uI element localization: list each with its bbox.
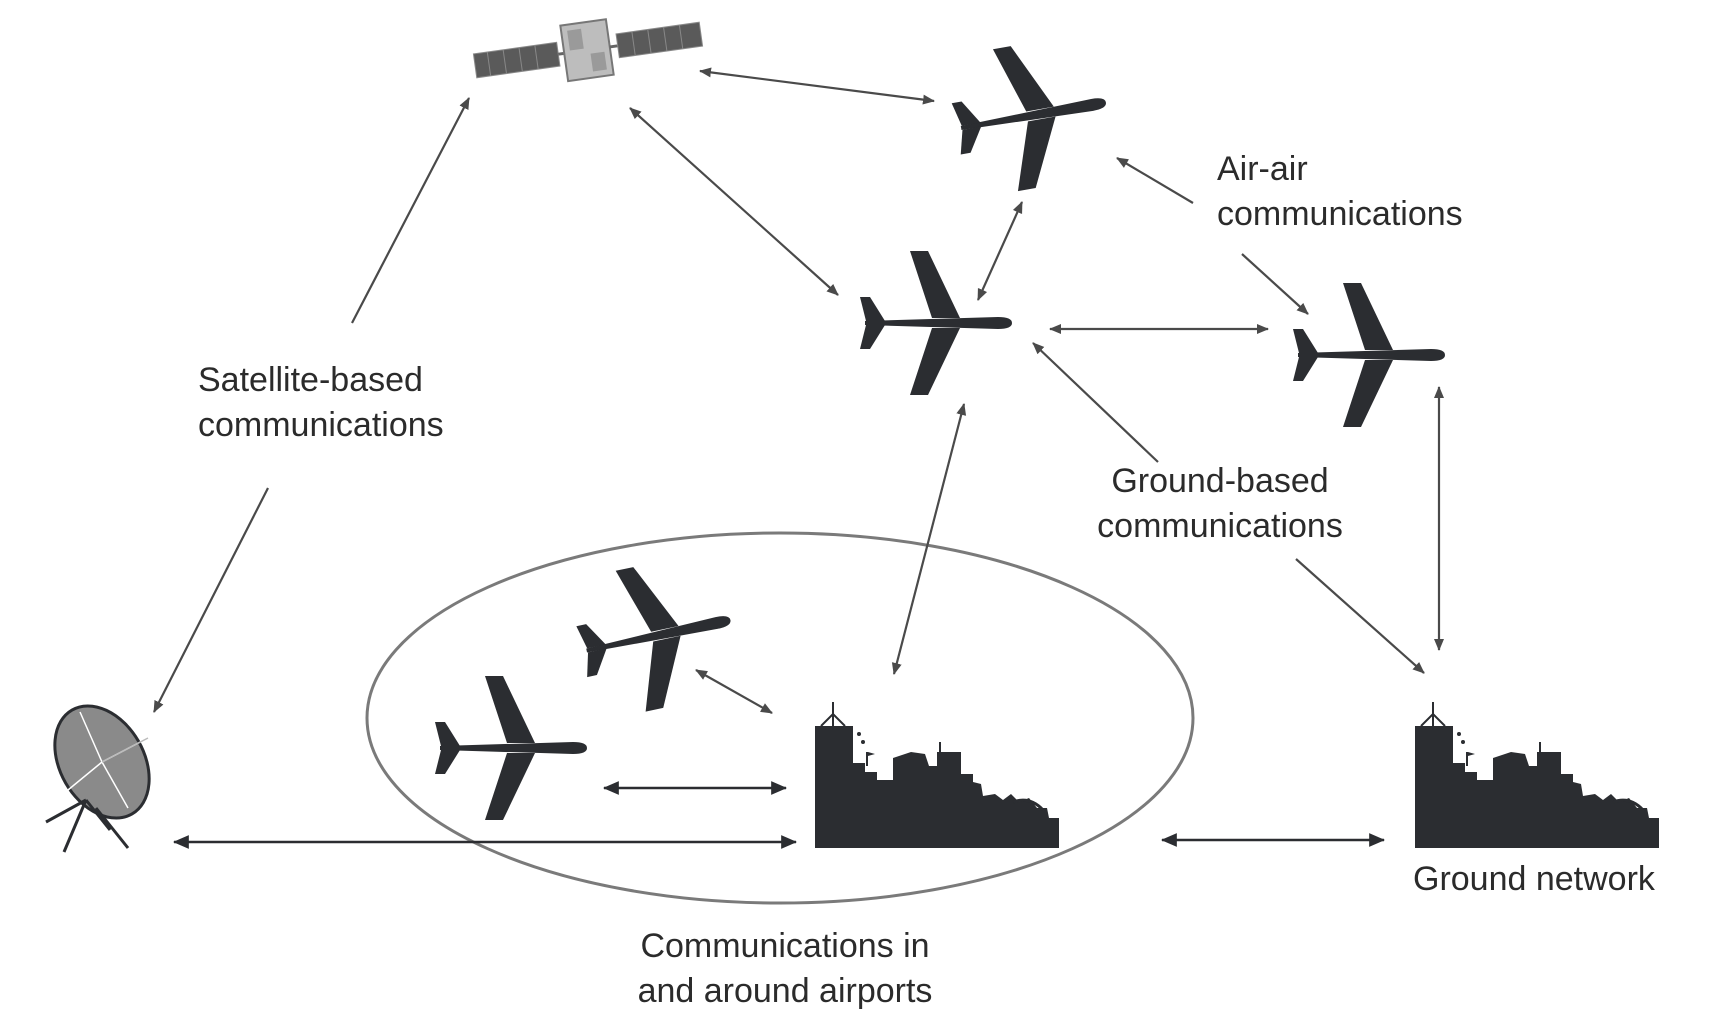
- airports-label-line1: Communications in: [640, 927, 930, 965]
- arrows: [153, 67, 1444, 714]
- satellite-icon: [472, 18, 704, 83]
- arrow-airport-plane-city: [695, 669, 773, 714]
- ground-based-label-line2: communications: [1097, 507, 1343, 545]
- airplane-icon-top: [943, 31, 1119, 200]
- airport-area-ellipse: [365, 531, 1195, 905]
- airplane-icon-right: [1293, 283, 1445, 427]
- airports-label-line2: and around airports: [637, 972, 933, 1010]
- ground-network-label: Ground network: [1413, 860, 1655, 898]
- arrow-satellite-top-plane: [699, 67, 935, 105]
- air-air-label: Air-air communications: [1217, 147, 1463, 237]
- airports-label: Communications in and around airports: [610, 924, 960, 1014]
- airplane-icon-airport-lower: [435, 676, 587, 820]
- arrow-ground-network: [1295, 558, 1425, 674]
- ground-based-label: Ground-based communications: [1080, 459, 1360, 549]
- arrow-air-air-top-plane: [1116, 157, 1194, 204]
- arrow-top-plane-middle-plane: [976, 201, 1024, 301]
- arrow-ground-middle-plane: [1032, 342, 1159, 463]
- ground-network-city-icon: [1413, 700, 1661, 850]
- ground-based-label-line1: Ground-based: [1111, 462, 1329, 500]
- air-air-label-line2: communications: [1217, 195, 1463, 233]
- airplane-icon-airport-upper: [566, 549, 746, 723]
- satellite-dish-icon: [45, 704, 151, 853]
- air-air-label-line1: Air-air: [1217, 150, 1308, 188]
- arrow-air-air-right-plane: [1241, 253, 1309, 315]
- satellite-based-label-line1: Satellite-based: [198, 361, 423, 399]
- arrow-middle-plane-airport: [891, 403, 967, 675]
- arrow-satellite-label-down: [153, 487, 269, 713]
- satellite-based-label: Satellite-based communications: [198, 358, 444, 448]
- arrow-satellite-label-up: [351, 97, 470, 324]
- satellite-based-label-line2: communications: [198, 406, 444, 444]
- airport-city-icon: [813, 700, 1061, 850]
- arrow-satellite-middle-plane: [629, 107, 839, 296]
